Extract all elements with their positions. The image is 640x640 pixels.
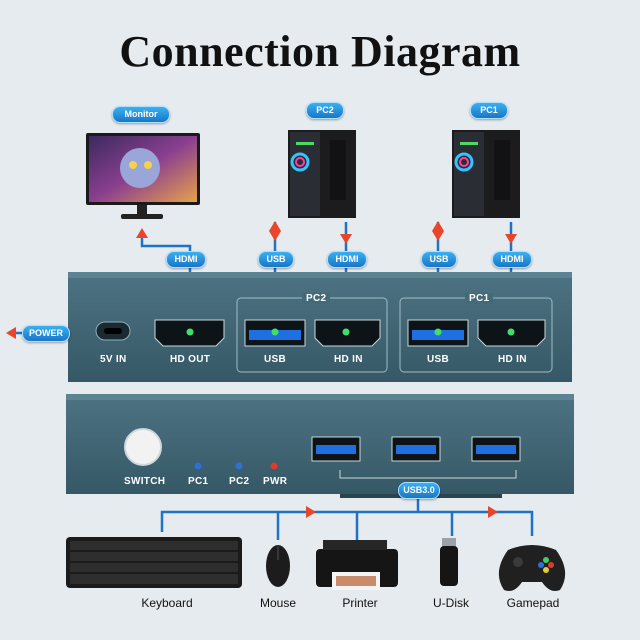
gamepad-icon bbox=[498, 545, 566, 591]
keyboard-label: Keyboard bbox=[141, 596, 193, 610]
pc2-tag: PC2 bbox=[306, 102, 344, 119]
diagram-title: Connection Diagram bbox=[119, 27, 521, 76]
arrow-up-monitor bbox=[136, 228, 148, 238]
mouse-label: Mouse bbox=[259, 596, 297, 610]
usb-tag-pc2: USB bbox=[258, 251, 294, 268]
arrow-peripheral bbox=[306, 506, 316, 518]
usb-disk-icon bbox=[440, 538, 458, 586]
port-5v-label: 5V IN bbox=[100, 354, 127, 365]
port-hd-out-label: HD OUT bbox=[170, 354, 211, 365]
led-pc1-label: PC1 bbox=[188, 476, 209, 487]
pc1-tower-icon bbox=[452, 130, 520, 218]
hdmi-tag-pc1: HDMI bbox=[492, 251, 532, 268]
arrow-down-hdmi-pc1 bbox=[505, 234, 517, 244]
led-pc1 bbox=[194, 462, 202, 470]
port-usb-pc2-label: USB bbox=[264, 354, 287, 365]
monitor-tag: Monitor bbox=[112, 106, 170, 123]
back-panel bbox=[68, 272, 572, 382]
pc2-tower-icon bbox=[288, 130, 356, 218]
arrow-down-hdmi-pc2 bbox=[340, 234, 352, 244]
usb-tag-pc1: USB bbox=[421, 251, 457, 268]
led-pwr bbox=[270, 462, 278, 470]
mouse-icon bbox=[266, 545, 290, 587]
front-panel bbox=[66, 394, 574, 498]
printer-label: Printer bbox=[342, 596, 378, 610]
printer-icon bbox=[316, 540, 398, 590]
led-pwr-label: PWR bbox=[263, 476, 288, 487]
arrow-peripheral bbox=[488, 506, 498, 518]
power-tag: POWER bbox=[22, 325, 70, 342]
hdmi-tag-pc2: HDMI bbox=[327, 251, 367, 268]
lower-cables bbox=[160, 492, 534, 540]
hdmi-tag-monitor: HDMI bbox=[166, 251, 206, 268]
udisk-label: U-Disk bbox=[433, 596, 469, 610]
arrow-down-usb-pc1 bbox=[432, 231, 444, 241]
group-pc2-label: PC2 bbox=[302, 293, 331, 304]
arrows bbox=[6, 221, 517, 339]
switch-button bbox=[124, 428, 162, 466]
arrow-down-usb-pc2 bbox=[269, 231, 281, 241]
port-usb-pc1-label: USB bbox=[427, 354, 450, 365]
keyboard-icon bbox=[66, 537, 242, 588]
monitor-icon bbox=[86, 133, 200, 219]
pc1-tag: PC1 bbox=[470, 102, 508, 119]
arrow-left-power bbox=[6, 327, 16, 339]
led-pc2-label: PC2 bbox=[229, 476, 250, 487]
arrow-up-usb-pc2 bbox=[269, 221, 281, 231]
gamepad-label: Gamepad bbox=[506, 596, 560, 610]
arrow-up-usb-pc1 bbox=[432, 221, 444, 231]
group-pc1-label: PC1 bbox=[465, 293, 494, 304]
port-hd-in-pc1-label: HD IN bbox=[498, 354, 527, 365]
led-pc2 bbox=[235, 462, 243, 470]
switch-label: SWITCH bbox=[124, 476, 166, 487]
usb3-tag: USB3.0 bbox=[398, 482, 440, 499]
port-hd-in-pc2-label: HD IN bbox=[334, 354, 363, 365]
